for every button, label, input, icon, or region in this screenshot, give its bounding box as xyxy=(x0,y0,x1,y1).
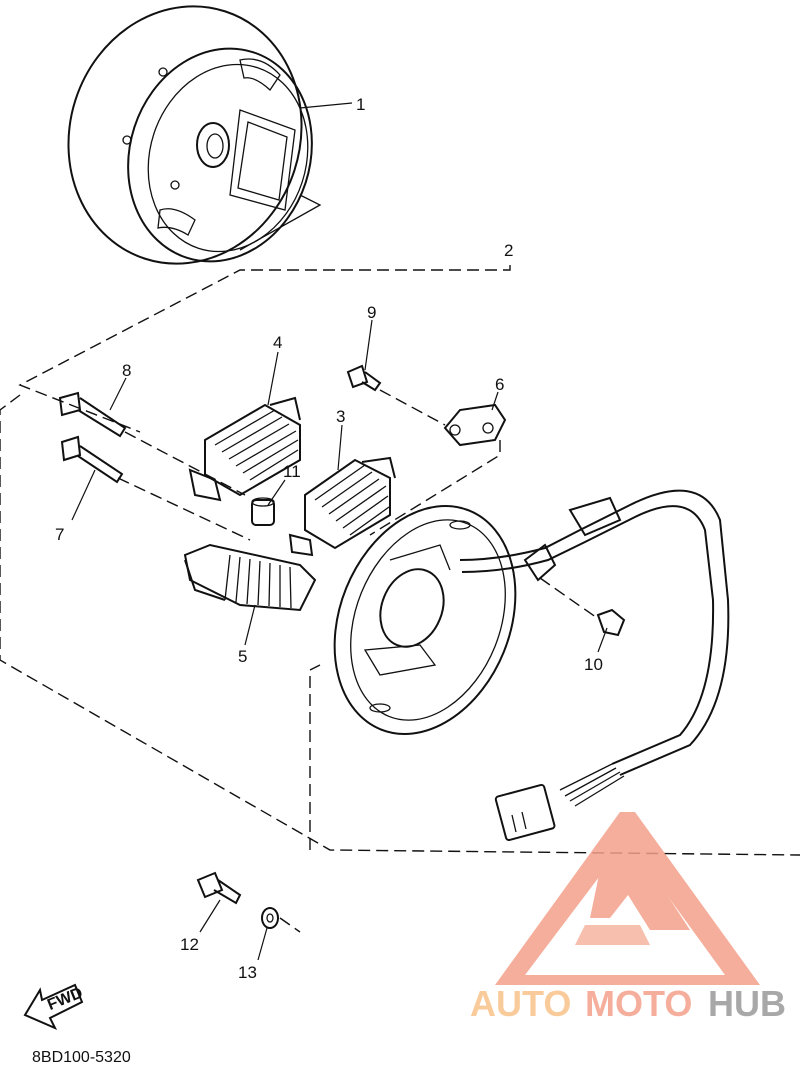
watermark-brand-auto: AUTO xyxy=(470,983,571,1024)
wiring-harness xyxy=(459,489,730,842)
logo-triangle-mark xyxy=(495,812,760,985)
screw-10 xyxy=(596,608,626,637)
washer-13 xyxy=(261,907,279,929)
coil-4 xyxy=(188,396,301,502)
watermark-logo: AUTO MOTO HUB xyxy=(470,812,786,1024)
callout-9: 9 xyxy=(367,303,376,322)
callout-10: 10 xyxy=(584,655,603,674)
callout-7: 7 xyxy=(55,525,64,544)
stator-base-plate xyxy=(333,505,517,735)
callout-13: 13 xyxy=(238,963,257,982)
drawing-code: 8BD100-5320 xyxy=(32,1049,131,1066)
flywheel-rotor xyxy=(67,5,313,265)
coil-3 xyxy=(288,456,396,557)
assembly-boundary xyxy=(0,194,800,856)
watermark-brand-hub: HUB xyxy=(708,983,786,1024)
watermark-brand-moto: MOTO xyxy=(585,983,692,1024)
clamp-6 xyxy=(443,403,507,447)
callout-11: 11 xyxy=(283,462,301,481)
spacer-11 xyxy=(251,497,275,526)
callout-6: 6 xyxy=(495,375,504,394)
callout-labels: 1 2 3 4 5 6 7 8 9 10 11 12 13 xyxy=(55,95,603,982)
fwd-direction-arrow: FWD xyxy=(23,983,85,1031)
callout-5: 5 xyxy=(238,647,247,666)
bolt-12 xyxy=(196,871,242,905)
leader-lines xyxy=(71,102,608,961)
callout-8: 8 xyxy=(122,361,131,380)
callout-1: 1 xyxy=(356,95,365,114)
callout-12: 12 xyxy=(180,935,199,954)
callout-3: 3 xyxy=(336,407,345,426)
callout-4: 4 xyxy=(273,333,282,352)
bolt-8 xyxy=(58,391,127,438)
pickup-coil-5 xyxy=(183,543,317,612)
callout-2: 2 xyxy=(504,241,513,260)
screw-9 xyxy=(346,364,382,392)
